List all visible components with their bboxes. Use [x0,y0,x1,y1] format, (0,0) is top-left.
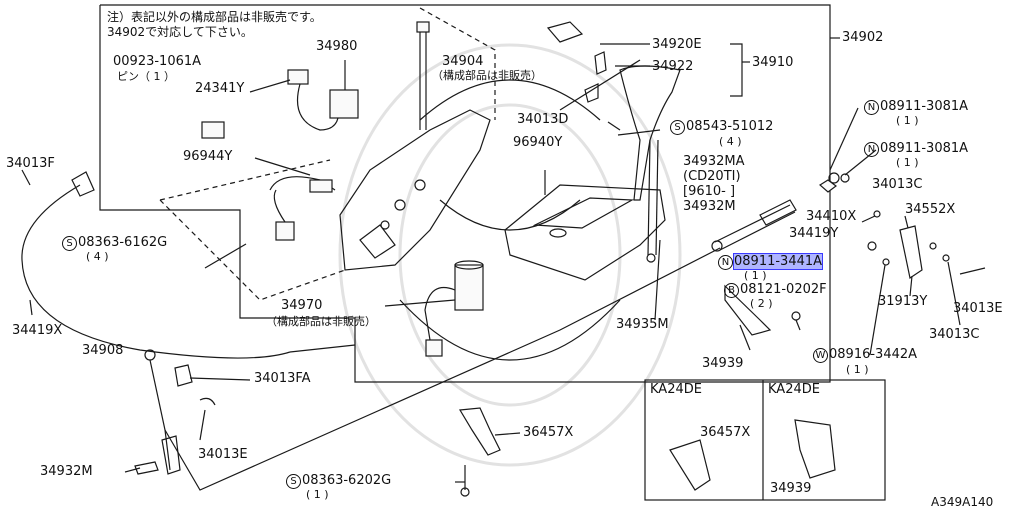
screw-marker-icon: S [62,236,77,251]
part-label-34419X[interactable]: 34419X [12,323,63,338]
note-line-1: 注）表記以外の構成部品は非販売です。 [107,10,322,24]
hardware-bottom-drawing [134,364,836,497]
cable-34908-drawing [21,171,721,491]
part-qty-08911-3081A-a: ( 1 ) [896,114,919,127]
shift-lever-drawing [646,139,659,263]
part-label-96940Y[interactable]: 96940Y [513,135,563,150]
part-label-34902[interactable]: 34902 [842,30,884,45]
console-cover-drawing [504,170,666,281]
part-number-08916-3442A: 08916-3442A [829,347,918,362]
part-label-24341Y[interactable]: 24341Y [195,81,245,96]
nut-marker-icon: N [864,100,879,115]
part-label-34013FA[interactable]: 34013FA [254,371,311,386]
switch-34980-drawing [201,60,359,139]
part-label-34980[interactable]: 34980 [316,39,358,54]
solenoid-34970-drawing [424,260,484,357]
part-label-00923-1061A[interactable]: 00923-1061A [113,54,202,69]
part-label-34904[interactable]: 34904 [442,54,484,69]
part-label-34932M-bottom[interactable]: 34932M [40,464,93,479]
part-label-31913Y[interactable]: 31913Y [878,294,928,309]
nut-marker-icon: N [718,255,733,270]
part-number-08543-51012: 08543-51012 [686,119,774,134]
cable-34932M-drawing [711,199,797,252]
bracket-34910 [730,43,743,97]
part-note-34970: （構成部品は非販売） [266,315,376,328]
part-label-34935M[interactable]: 34935M [616,317,669,332]
bolt-marker-icon: B [724,283,739,298]
part-qty-08121-0202F: ( 2 ) [750,297,773,310]
part-number-08911-3081A-b: 08911-3081A [880,141,969,156]
part-qty-08363-6162G: ( 4 ) [86,250,109,263]
part-number-08121-0202F: 08121-0202F [740,282,827,297]
part-label-34410X[interactable]: 34410X [806,209,857,224]
inset-2-engine-label: KA24DE [768,382,820,397]
part-label-34939-main[interactable]: 34939 [702,356,744,371]
part-number-08911-3081A-a: 08911-3081A [880,99,969,114]
part-note-34904: （構成部品は非販売） [432,69,542,82]
part-number-08363-6202G: 08363-6202G [302,473,392,488]
part-label-34013E-left[interactable]: 34013E [198,447,248,462]
part-number-08911-3441A-highlighted: 08911-3441A [732,253,824,270]
part-label-34013E-right[interactable]: 34013E [953,301,1003,316]
leader-lines [21,59,961,483]
part-label-34013C-b[interactable]: 34013C [929,327,980,342]
diagram-code: A349A140 [931,495,994,509]
part-qty-08363-6202G: ( 1 ) [306,488,329,501]
shift-knob-drawing [546,21,681,201]
part-sub-34932MA-engine: (CD20TI) [683,169,741,184]
part-label-34932M-top[interactable]: 34932M [683,199,736,214]
part-label-36457X-main[interactable]: 36457X [523,425,574,440]
part-note-00923: ピン（ 1 ） [117,70,175,83]
part-label-34920E[interactable]: 34920E [652,37,702,52]
part-label-34419Y[interactable]: 34419Y [789,226,839,241]
part-label-34970[interactable]: 34970 [281,298,323,313]
part-label-34922[interactable]: 34922 [652,59,694,74]
hardware-right-drawing [724,172,986,336]
part-number-08363-6162G: 08363-6162G [78,235,168,250]
part-qty-08911-3441A: ( 1 ) [744,269,767,282]
inset-frames [644,379,886,501]
inset-2-part-label-34939[interactable]: 34939 [770,481,812,496]
part-label-96944Y[interactable]: 96944Y [183,149,233,164]
screw-marker-icon: S [670,120,685,135]
screw-marker-icon: S [286,474,301,489]
base-bracket-drawing [159,7,496,301]
washer-marker-icon: W [813,348,828,363]
harness-96944Y-drawing [269,176,336,241]
assembly-frame [99,4,840,383]
part-label-34013C-a[interactable]: 34013C [872,177,923,192]
nut-marker-icon: N [864,142,879,157]
part-qty-08543-51012: ( 4 ) [719,135,742,148]
part-label-34908[interactable]: 34908 [82,343,124,358]
part-label-34013D[interactable]: 34013D [517,112,569,127]
part-qty-08911-3081A-b: ( 1 ) [896,156,919,169]
inset-1-engine-label: KA24DE [650,382,702,397]
inset-1-part-label-36457X[interactable]: 36457X [700,425,751,440]
part-label-34552X[interactable]: 34552X [905,202,956,217]
part-label-34013F[interactable]: 34013F [6,156,55,171]
part-label-34910[interactable]: 34910 [752,55,794,70]
part-qty-08916-3442A: ( 1 ) [846,363,869,376]
note-line-2: 34902で対応して下さい。 [107,25,253,39]
part-label-34932MA[interactable]: 34932MA [683,154,745,169]
watermark-emblem [338,43,682,467]
part-sub-34932MA-date: [9610- ] [683,184,736,199]
